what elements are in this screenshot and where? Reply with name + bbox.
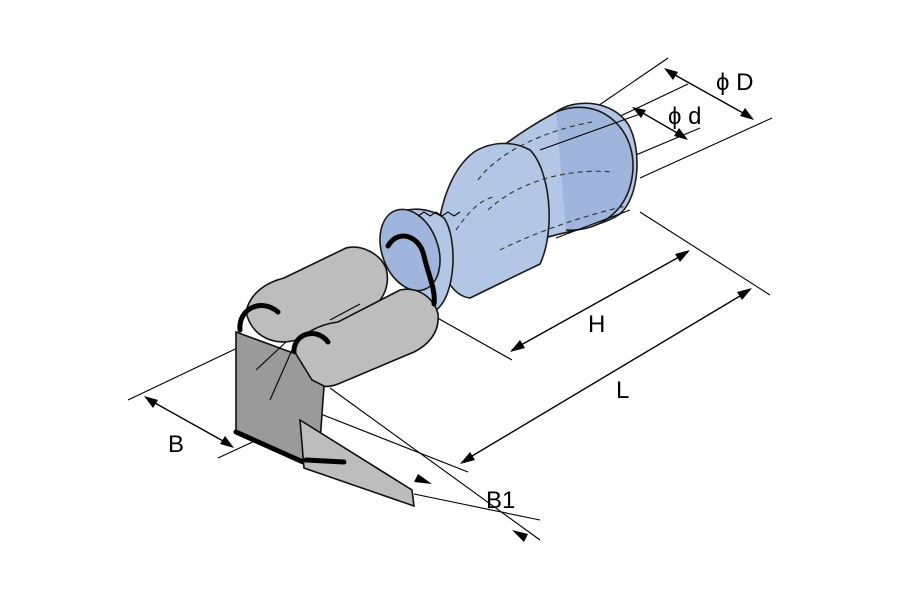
dimension-H	[510, 250, 690, 352]
arrowhead	[664, 68, 678, 80]
dimension-L	[460, 288, 752, 464]
arrowhead	[675, 250, 690, 262]
dimension-phi-d	[632, 107, 688, 140]
arrowhead	[414, 474, 432, 484]
arrowhead	[460, 452, 475, 464]
label-phi-d: ϕ d	[668, 103, 701, 130]
extension-lines	[127, 57, 773, 541]
dimension-B1	[414, 474, 528, 542]
arrowhead	[740, 108, 754, 120]
label-B1: B1	[486, 487, 515, 514]
label-L: L	[616, 377, 629, 404]
arrowhead	[512, 530, 528, 542]
arrowhead	[144, 396, 158, 408]
arrowhead	[674, 128, 688, 140]
arrowhead	[632, 107, 646, 118]
metal-receptacle	[233, 233, 439, 508]
label-phi-D: ϕ D	[716, 69, 753, 96]
arrowhead	[737, 288, 752, 300]
dimension-B	[144, 396, 234, 448]
dimension-phi-D	[664, 68, 754, 120]
insulation-sleeve	[379, 102, 641, 318]
label-H: H	[588, 311, 605, 338]
label-B: B	[168, 431, 184, 458]
arrowhead	[220, 436, 234, 448]
arrowhead	[510, 340, 525, 352]
